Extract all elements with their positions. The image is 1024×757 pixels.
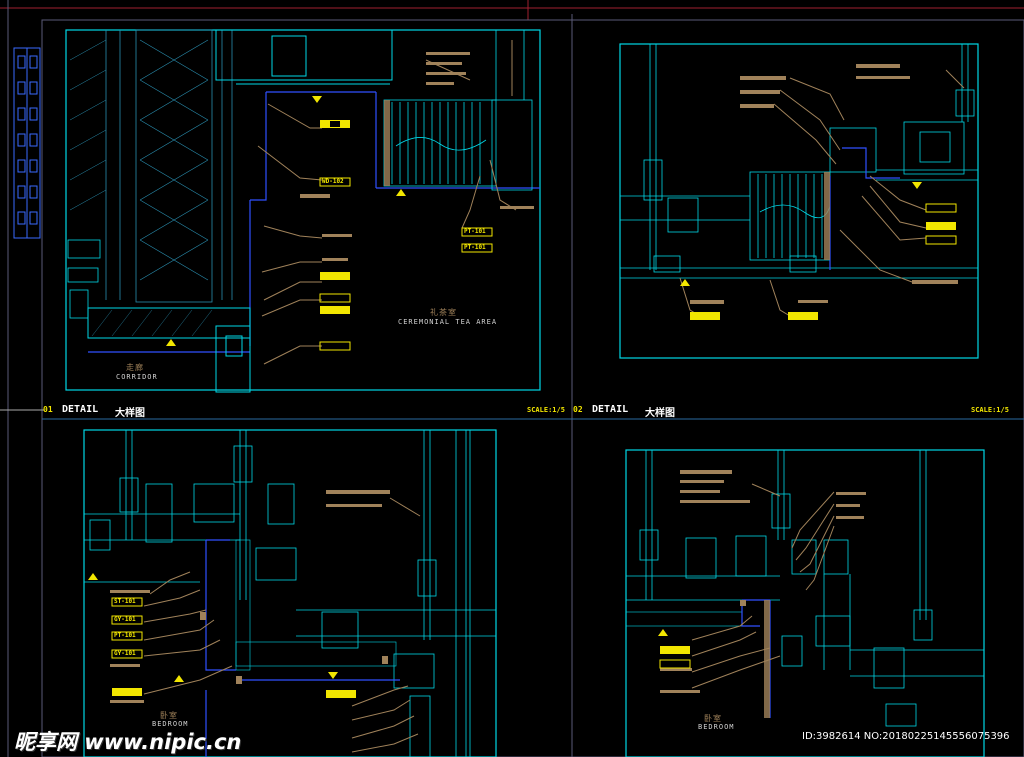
panel-bottom-left [83, 429, 497, 757]
material-tag: PT-101 [464, 244, 486, 251]
title-bar-01-number: 01 [43, 405, 53, 414]
title-bar-02-scale: SCALE:1/5 [971, 406, 1009, 414]
watermark-logo: 昵享网 www.nipic.cn [14, 730, 242, 754]
material-tag: PT-101 [464, 228, 486, 235]
room-label-tea-cn: 礼茶室 [430, 308, 457, 317]
room-label-bedroom-left-cn: 卧室 [160, 711, 178, 720]
material-tag: WD-102 [322, 178, 344, 185]
tag-boxes-tl [319, 120, 493, 351]
material-tag: GY-101 [114, 616, 136, 623]
material-tag: GY-101 [114, 650, 136, 657]
material-tag: PT-101 [114, 632, 136, 639]
panel-bottom-right [625, 449, 985, 757]
room-label-bedroom-right-en: BEDROOM [698, 723, 735, 731]
watermark-id: ID:3982614 NO:20180225145556075396 [802, 731, 1010, 742]
title-bar-01-title: DETAIL [62, 404, 99, 415]
room-label-bedroom-right-cn: 卧室 [704, 714, 722, 723]
title-bar-01-subtitle: 大样图 [115, 408, 145, 419]
left-ruler [13, 47, 41, 239]
title-bar-02-subtitle: 大样图 [645, 408, 675, 419]
room-label-tea-en: CEREMONIAL TEA AREA [398, 318, 498, 326]
room-label-bedroom-left-en: BEDROOM [152, 720, 189, 728]
material-tag: ST-101 [114, 598, 136, 605]
title-bar-01-scale: SCALE:1/5 [527, 406, 565, 414]
panel-top-left [65, 29, 541, 393]
title-bar-02-title: DETAIL [592, 404, 629, 415]
title-bar-02-number: 02 [573, 405, 583, 414]
room-label-corridor-cn: 走廊 [126, 363, 144, 372]
room-label-corridor-en: CORRIDOR [116, 373, 158, 381]
panel-top-right [619, 43, 979, 359]
